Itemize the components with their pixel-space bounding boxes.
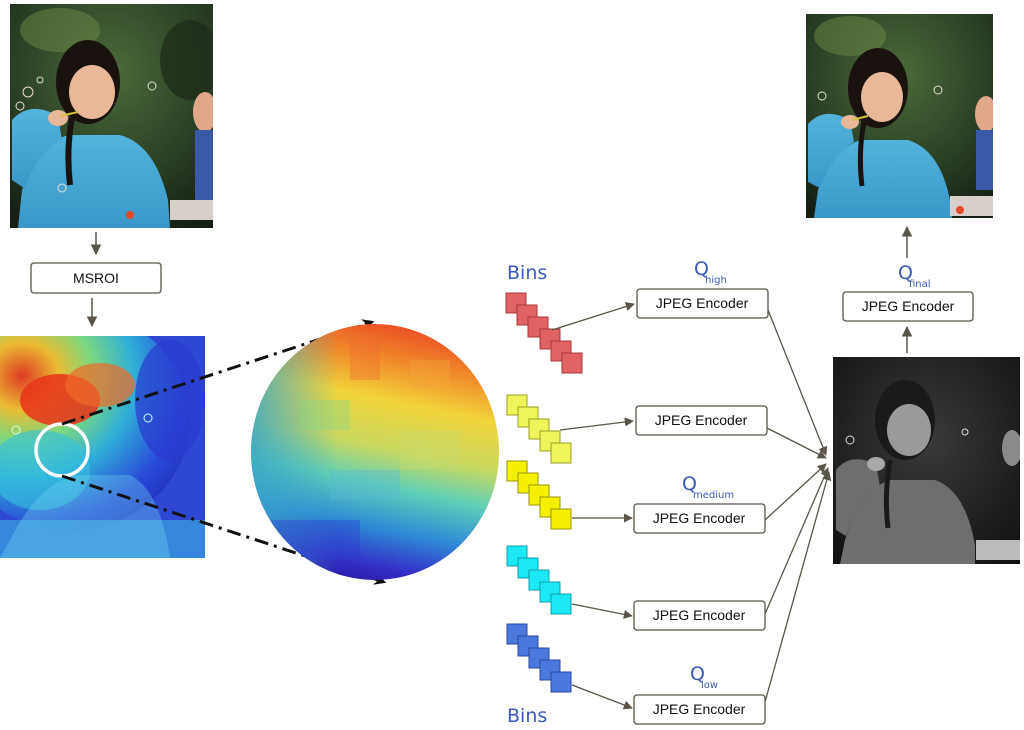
output-photo — [806, 14, 993, 218]
bin-to-encoder-arrows — [551, 302, 635, 710]
svg-text:JPEG Encoder: JPEG Encoder — [862, 298, 955, 314]
bin-group-blue — [506, 623, 572, 693]
jpeg-encoder-medium: JPEG Encoder — [633, 503, 766, 534]
bins-label-top: Bins — [507, 262, 547, 284]
svg-text:final: final — [909, 279, 931, 290]
jpeg-encoder-final: JPEG Encoder — [842, 291, 974, 322]
svg-text:JPEG Encoder: JPEG Encoder — [653, 607, 746, 623]
grayscale-photo — [833, 357, 1020, 564]
svg-text:JPEG Encoder: JPEG Encoder — [656, 295, 749, 311]
heatmap-image — [0, 336, 205, 558]
bins-label-bottom: Bins — [507, 705, 547, 727]
svg-text:JPEG Encoder: JPEG Encoder — [655, 412, 748, 428]
bin-group-cyan — [506, 545, 572, 615]
svg-text:medium: medium — [693, 490, 734, 501]
q-medium-label: Q medium — [682, 473, 734, 501]
original-photo — [10, 4, 213, 228]
q-final-label: Q final — [898, 262, 931, 290]
msroi-box: MSROI — [30, 262, 162, 294]
svg-text:Q: Q — [682, 473, 697, 495]
bin-group-yellow — [506, 460, 572, 530]
q-high-label: Q high — [694, 258, 727, 286]
svg-text:JPEG Encoder: JPEG Encoder — [653, 510, 746, 526]
svg-text:low: low — [701, 680, 718, 691]
encoder-to-merge-arrows — [764, 309, 832, 703]
svg-text:Q: Q — [690, 663, 705, 685]
jpeg-encoder-high: JPEG Encoder — [636, 288, 769, 319]
bin-group-yellow-light — [506, 394, 572, 464]
msroi-label: MSROI — [73, 270, 119, 286]
bin-group-red — [505, 292, 583, 374]
svg-text:Q: Q — [694, 258, 709, 280]
jpeg-encoder-low: JPEG Encoder — [633, 694, 766, 725]
svg-text:JPEG Encoder: JPEG Encoder — [653, 701, 746, 717]
q-low-label: Q low — [690, 663, 718, 691]
svg-text:high: high — [705, 275, 727, 286]
zoomed-heatmap-circle — [251, 324, 499, 580]
svg-text:Q: Q — [898, 262, 913, 284]
jpeg-encoder-4: JPEG Encoder — [633, 600, 766, 631]
jpeg-encoder-2: JPEG Encoder — [635, 405, 768, 436]
